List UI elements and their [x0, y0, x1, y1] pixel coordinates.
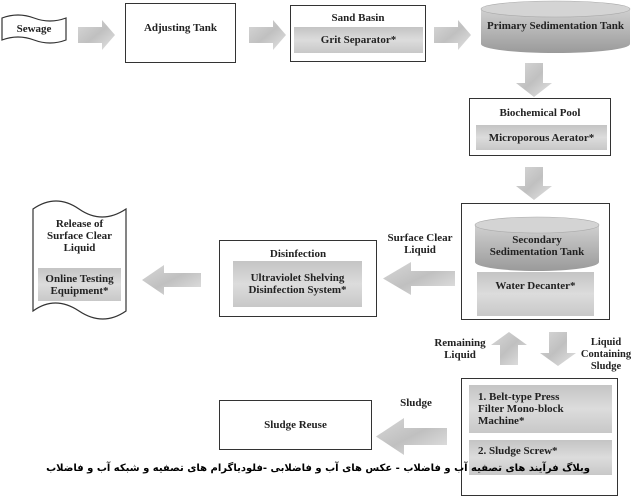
liquid-containing-sludge-label: Liquid Containing Sludge [580, 337, 632, 372]
adjusting-tank-label: Adjusting Tank [143, 22, 218, 34]
primary-tank-cylinder [480, 0, 631, 54]
arrow-left-icon [376, 418, 447, 455]
arrow-down-icon [540, 332, 576, 366]
sewage-label: Sewage [16, 23, 52, 35]
arrow-down-icon [516, 63, 552, 97]
uv-disinfection-system: Ultraviolet Shelving Disinfection System… [233, 261, 362, 307]
sludge-reuse-label: Sludge Reuse [264, 419, 327, 431]
arrow-right-icon [78, 20, 115, 50]
watermark: وبلاگ فرآیند های تصفیه آب و فاضلاب - عکس… [46, 463, 590, 474]
biochemical-pool-title: Biochemical Pool [499, 107, 581, 119]
sewage-shape [1, 14, 67, 44]
arrow-left-icon [142, 265, 201, 295]
sludge-reuse-box [219, 400, 372, 450]
grit-separator: Grit Separator* [294, 27, 423, 53]
surface-clear-liquid-label: Surface Clear Liquid [387, 232, 453, 256]
arrow-down-icon [516, 167, 552, 200]
arrow-right-icon [249, 20, 286, 50]
belt-press-filter: 1. Belt-type Press Filter Mono-block Mac… [469, 385, 612, 433]
arrow-right-icon [434, 20, 471, 50]
adjusting-tank-box [125, 3, 236, 63]
remaining-liquid-label: Remaining Liquid [434, 337, 486, 361]
primary-tank-label: Primary Sedimentation Tank [487, 20, 624, 32]
disinfection-title: Disinfection [269, 248, 327, 260]
secondary-tank-label: Secondary Sedimentation Tank [489, 234, 585, 258]
release-title: Release of Surface Clear Liquid [46, 218, 113, 254]
water-decanter: Water Decanter* [477, 272, 594, 316]
online-testing-equipment: Online Testing Equipment* [38, 268, 121, 301]
arrow-up-icon [491, 332, 527, 365]
microporous-aerator: Microporous Aerator* [476, 125, 607, 150]
secondary-tank-cylinder [474, 216, 600, 271]
arrow-left-icon [383, 262, 455, 295]
sludge-screw: 2. Sludge Screw* [469, 440, 612, 475]
sludge-label: Sludge [400, 397, 432, 409]
sand-basin-title: Sand Basin [331, 12, 385, 24]
